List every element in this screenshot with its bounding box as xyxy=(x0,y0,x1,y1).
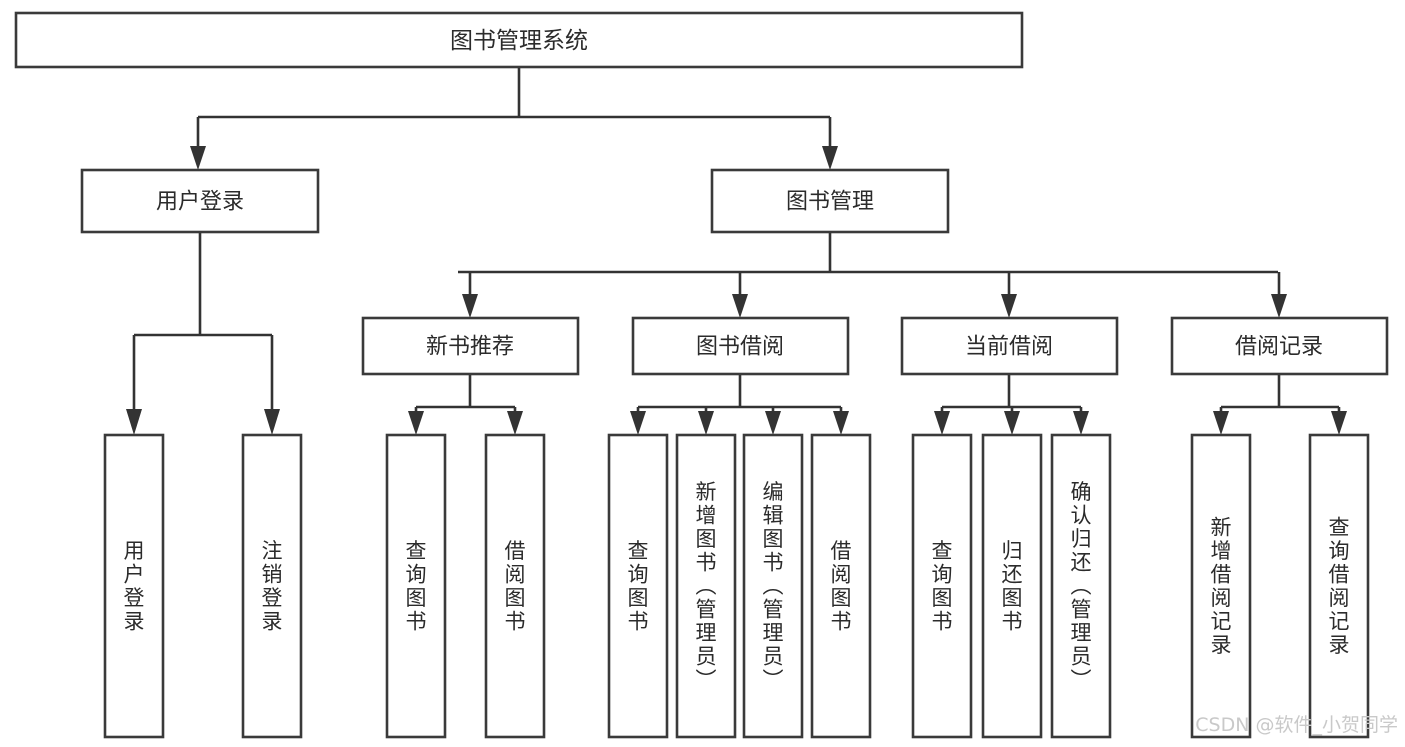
leaf-label: 归还图书 xyxy=(1002,539,1023,634)
arrow-head-icon xyxy=(462,294,478,318)
leaf-label: 确认归还︵管理员︶ xyxy=(1071,480,1092,692)
node-new-book-rec-label: 新书推荐 xyxy=(426,335,514,360)
node-borrow-record-box[interactable] xyxy=(1170,316,1389,376)
arrow-head-icon xyxy=(507,411,523,435)
leaf-box[interactable] xyxy=(742,433,804,739)
node-current-borrow[interactable]: 当前借阅 xyxy=(900,316,1119,376)
node-user-login-box[interactable] xyxy=(80,168,320,234)
leaf-box[interactable] xyxy=(484,433,546,739)
node-current-borrow-box[interactable] xyxy=(900,316,1119,376)
leaf-box[interactable] xyxy=(385,433,447,739)
arrow-head-icon xyxy=(1004,411,1020,435)
leaf-leaf-rec-add[interactable]: 新增借阅记录 xyxy=(1190,433,1252,739)
leaf-box[interactable] xyxy=(1308,433,1370,739)
arrow-head-icon xyxy=(1213,411,1229,435)
leaf-box[interactable] xyxy=(675,433,737,739)
leaf-label: 注销登录 xyxy=(262,539,283,634)
arrow-head-icon xyxy=(833,411,849,435)
leaf-box[interactable] xyxy=(981,433,1043,739)
leaf-box[interactable] xyxy=(241,433,303,739)
leaf-node-layer: 用户登录 注销登录 查询图书 借阅图书 查询图书 新增图书︵管理员︶ 编辑图书︵管理员︶ 借阅… xyxy=(103,433,1370,739)
leaf-leaf-borrow-add[interactable]: 新增图书︵管理员︶ xyxy=(675,433,737,739)
leaf-box[interactable] xyxy=(810,433,872,739)
arrow-head-icon xyxy=(408,411,424,435)
arrow-head-icon xyxy=(630,411,646,435)
leaf-leaf-rec-query[interactable]: 查询图书 xyxy=(385,433,447,739)
node-book-manage[interactable]: 图书管理 xyxy=(710,168,950,234)
node-root-box[interactable] xyxy=(14,11,1024,69)
arrow-head-icon xyxy=(822,146,838,170)
leaf-leaf-cur-query[interactable]: 查询图书 xyxy=(911,433,973,739)
arrow-head-icon xyxy=(264,409,280,435)
leaf-label: 编辑图书︵管理员︶ xyxy=(763,480,784,692)
node-new-book-rec-box[interactable] xyxy=(361,316,580,376)
node-book-manage-label: 图书管理 xyxy=(786,190,874,215)
node-user-login[interactable]: 用户登录 xyxy=(80,168,320,234)
arrow-head-icon xyxy=(732,294,748,318)
node-root[interactable]: 图书管理系统 xyxy=(14,11,1024,69)
leaf-leaf-rec-borrow[interactable]: 借阅图书 xyxy=(484,433,546,739)
leaf-box[interactable] xyxy=(103,433,165,739)
leaf-label: 查询图书 xyxy=(406,539,427,634)
leaf-leaf-cur-return[interactable]: 归还图书 xyxy=(981,433,1043,739)
node-new-book-rec[interactable]: 新书推荐 xyxy=(361,316,580,376)
leaf-leaf-borrow-lend[interactable]: 借阅图书 xyxy=(810,433,872,739)
node-user-login-label: 用户登录 xyxy=(156,190,244,215)
leaf-leaf-cur-confirm[interactable]: 确认归还︵管理员︶ xyxy=(1050,433,1112,739)
leaf-leaf-borrow-edit[interactable]: 编辑图书︵管理员︶ xyxy=(742,433,804,739)
arrow-head-icon xyxy=(765,411,781,435)
node-book-manage-box[interactable] xyxy=(710,168,950,234)
leaf-label: 查询借阅记录 xyxy=(1329,515,1350,657)
arrow-head-icon xyxy=(1073,411,1089,435)
node-book-borrow-label: 图书借阅 xyxy=(696,335,784,360)
arrow-head-icon xyxy=(190,146,206,170)
leaf-box[interactable] xyxy=(911,433,973,739)
node-root-label: 图书管理系统 xyxy=(450,28,588,54)
arrow-head-icon xyxy=(934,411,950,435)
leaf-leaf-rec-query2[interactable]: 查询借阅记录 xyxy=(1308,433,1370,739)
leaf-label: 查询图书 xyxy=(628,539,649,634)
leaf-box[interactable] xyxy=(1190,433,1252,739)
leaf-label: 借阅图书 xyxy=(831,539,852,634)
leaf-label: 查询图书 xyxy=(932,539,953,634)
leaf-leaf-borrow-query[interactable]: 查询图书 xyxy=(607,433,669,739)
arrow-head-icon xyxy=(698,411,714,435)
node-borrow-record[interactable]: 借阅记录 xyxy=(1170,316,1389,376)
leaf-label: 新增图书︵管理员︶ xyxy=(696,480,717,692)
connector-layer xyxy=(126,67,1347,435)
leaf-leaf-user-login[interactable]: 用户登录 xyxy=(103,433,165,739)
leaf-label: 借阅图书 xyxy=(505,539,526,634)
leaf-leaf-user-logout[interactable]: 注销登录 xyxy=(241,433,303,739)
arrow-head-icon xyxy=(1331,411,1347,435)
csdn-watermark: CSDN @软件_小贺同学 xyxy=(1195,714,1398,736)
leaf-box[interactable] xyxy=(607,433,669,739)
arrow-head-icon xyxy=(126,409,142,435)
arrow-head-icon xyxy=(1001,294,1017,318)
node-book-borrow[interactable]: 图书借阅 xyxy=(631,316,850,376)
leaf-label: 新增借阅记录 xyxy=(1211,515,1232,657)
leaf-box[interactable] xyxy=(1050,433,1112,739)
node-borrow-record-label: 借阅记录 xyxy=(1235,335,1323,360)
node-book-borrow-box[interactable] xyxy=(631,316,850,376)
arrow-head-icon xyxy=(1271,294,1287,318)
node-current-borrow-label: 当前借阅 xyxy=(965,335,1053,360)
leaf-label: 用户登录 xyxy=(124,539,145,634)
